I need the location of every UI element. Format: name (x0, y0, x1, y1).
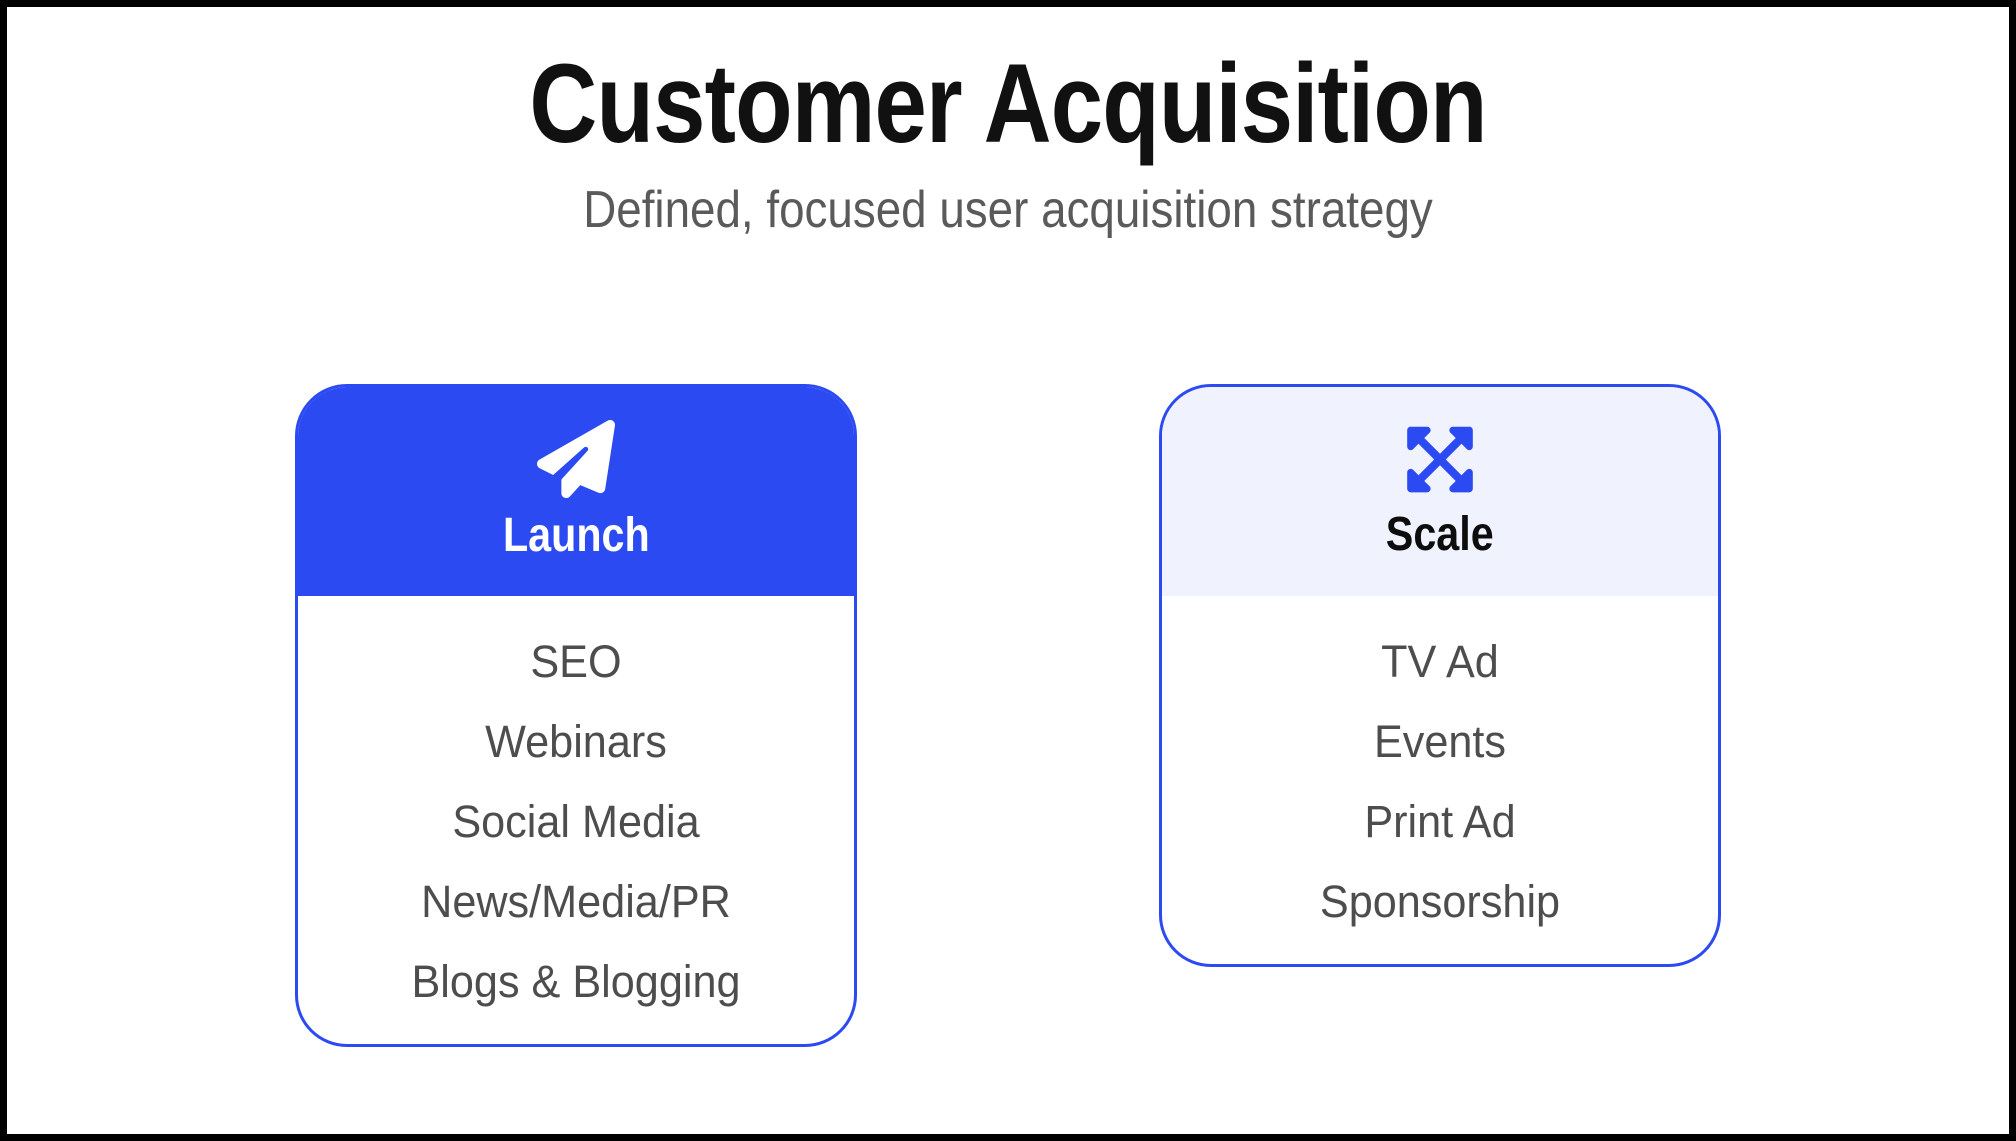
list-item: News/Media/PR (421, 876, 731, 927)
expand-arrows-icon (1407, 422, 1473, 497)
list-item: SEO (530, 636, 622, 687)
list-item: TV Ad (1381, 636, 1499, 687)
list-item: Sponsorship (1319, 876, 1561, 927)
launch-card-title: Launch (502, 509, 650, 563)
launch-card-header: Launch (298, 387, 854, 596)
list-item: Blogs & Blogging (411, 956, 741, 1007)
paper-plane-icon (537, 420, 615, 499)
page-subtitle: Defined, focused user acquisition strate… (583, 181, 1433, 240)
list-item: Social Media (452, 796, 700, 847)
list-item: Webinars (485, 716, 667, 767)
scale-card-header: Scale (1162, 387, 1718, 596)
list-item: Events (1373, 716, 1507, 767)
scale-card-title: Scale (1386, 507, 1494, 561)
launch-card-list: SEO Webinars Social Media News/Media/PR … (298, 596, 854, 1044)
launch-card: Launch SEO Webinars Social Media News/Me… (295, 384, 857, 1047)
page-title: Customer Acquisition (529, 41, 1487, 166)
scale-card-list: TV Ad Events Print Ad Sponsorship (1162, 596, 1718, 964)
scale-card: Scale TV Ad Events Print Ad Sponsorship (1159, 384, 1721, 967)
list-item: Print Ad (1364, 796, 1516, 847)
strategy-cards-row: Launch SEO Webinars Social Media News/Me… (7, 384, 2009, 1047)
